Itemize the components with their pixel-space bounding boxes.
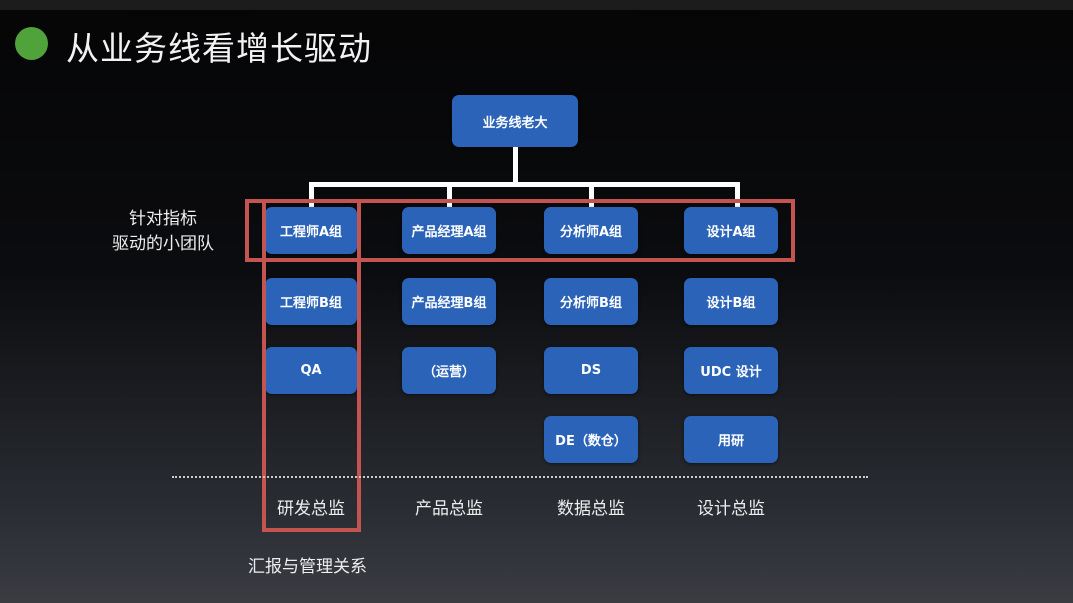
team-box: 分析师B组 xyxy=(544,278,638,325)
team-box: 工程师A组 xyxy=(265,207,357,254)
team-box: DE（数仓） xyxy=(544,416,638,463)
top-bar xyxy=(0,0,1073,10)
team-box: 设计B组 xyxy=(684,278,778,325)
highlight-team-row xyxy=(245,199,795,262)
director-label: 研发总监 xyxy=(277,499,345,519)
connector-root xyxy=(513,147,518,185)
team-box: DS xyxy=(544,347,638,394)
connector-col1 xyxy=(309,182,314,207)
team-box: 设计A组 xyxy=(684,207,778,254)
connector-col4 xyxy=(735,182,740,207)
team-box: 工程师B组 xyxy=(265,278,357,325)
connector-horizontal xyxy=(309,182,740,187)
team-box: 产品经理B组 xyxy=(402,278,496,325)
dotted-divider xyxy=(172,476,868,478)
director-label: 数据总监 xyxy=(557,499,625,519)
team-box: （运营） xyxy=(402,347,496,394)
connector-col3 xyxy=(589,182,594,207)
left-label-line1: 针对指标 xyxy=(129,209,197,229)
root-box: 业务线老大 xyxy=(452,95,578,147)
team-box: QA xyxy=(265,347,357,394)
connector-col2 xyxy=(447,182,452,207)
slide-title: 从业务线看增长驱动 xyxy=(66,29,372,68)
left-label: 针对指标 驱动的小团队 xyxy=(100,207,226,257)
bullet-dot-icon xyxy=(15,27,48,60)
highlight-reporting-column xyxy=(262,199,361,532)
left-label-line2: 驱动的小团队 xyxy=(112,234,214,254)
director-label: 产品总监 xyxy=(415,499,483,519)
team-box: 分析师A组 xyxy=(544,207,638,254)
director-label: 设计总监 xyxy=(697,499,765,519)
team-box: 用研 xyxy=(684,416,778,463)
team-box: 产品经理A组 xyxy=(402,207,496,254)
team-box: UDC 设计 xyxy=(684,347,778,394)
bottom-label: 汇报与管理关系 xyxy=(248,557,367,577)
